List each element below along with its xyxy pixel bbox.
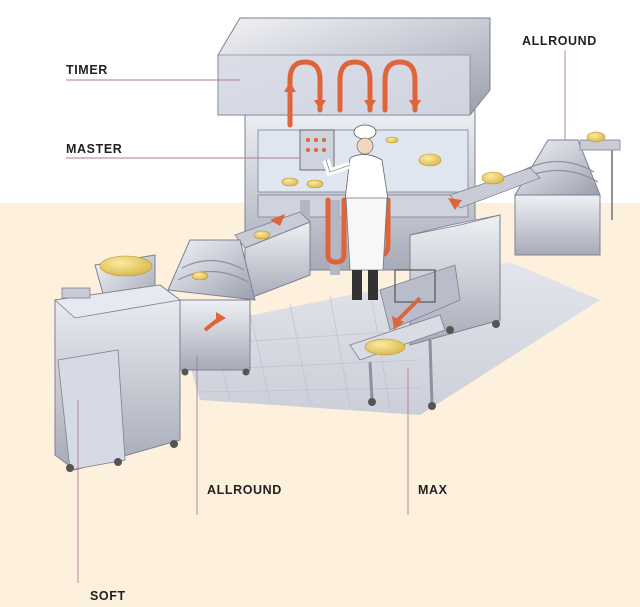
intermediate-conveyor [234,211,311,301]
timer-hood [217,17,491,116]
label-max: MAX [418,483,448,497]
label-allround-top: ALLROUND [522,34,597,48]
control-panel-buttons [306,138,326,152]
max-moulder [349,214,501,410]
leader-lines [66,50,566,583]
airflow-arrowheads [284,82,421,110]
soft-divider [54,254,181,472]
label-timer: TIMER [66,63,108,77]
allround-rounder-left [167,239,256,376]
allround-rounder-right [514,131,621,256]
label-master: MASTER [66,142,123,156]
conveyor-right [448,167,541,210]
label-soft: SOFT [90,589,126,603]
dough-in-proofer [281,136,442,189]
label-allround-bottom: ALLROUND [207,483,282,497]
baker-figure [322,124,389,300]
